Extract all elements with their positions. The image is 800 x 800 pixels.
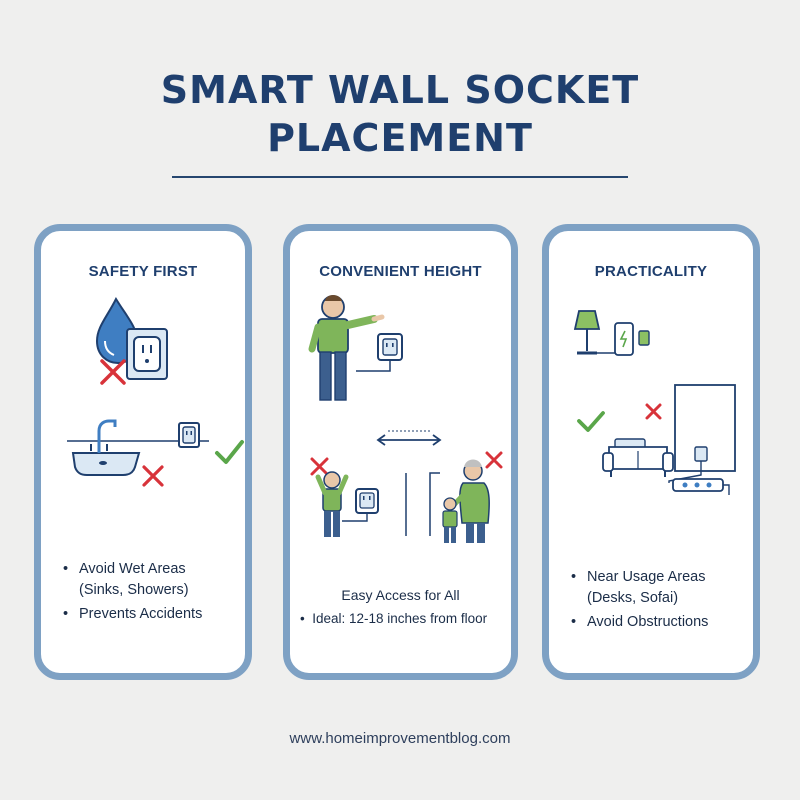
safety-illustration — [67, 296, 244, 487]
bullet-text: Ideal: 12-18 inches from floor — [312, 611, 488, 626]
cross-icon — [142, 465, 164, 487]
bullet-item: Avoid Wet Areas (Sinks, Showers) — [59, 559, 249, 601]
grandparent-child-icon — [442, 459, 490, 543]
card-convenient-height: CONVENIENT HEIGHT — [283, 224, 518, 680]
lamp-icon — [573, 310, 615, 355]
cross-icon — [645, 403, 662, 420]
wall-socket-icon — [356, 333, 403, 372]
cross-icon — [310, 457, 329, 476]
bullet-text: Avoid Wet Areas — [79, 561, 186, 577]
sink-icon — [67, 419, 209, 476]
card-safety-first: SAFETY FIRST — [34, 224, 252, 680]
child-icon — [315, 471, 349, 537]
ideal-height-bullet: • Ideal: 12-18 inches from floor — [300, 611, 488, 626]
cross-icon — [485, 451, 503, 469]
power-strip-icon — [668, 469, 730, 495]
card-title: SAFETY FIRST — [88, 263, 198, 280]
card-title: CONVENIENT HEIGHT — [319, 263, 482, 280]
page-title-line-2: PLACEMENT — [267, 116, 533, 160]
check-icon — [577, 411, 605, 432]
bullet-item: Avoid Obstructions — [567, 612, 757, 633]
practicality-bullets: Near Usage Areas (Desks, Sofai) Avoid Ob… — [567, 567, 757, 633]
safety-bullets: Avoid Wet Areas (Sinks, Showers) Prevent… — [59, 559, 249, 625]
card-practicality: PRACTICALITY — [542, 224, 760, 680]
cross-icon — [100, 359, 126, 385]
sofa-icon — [602, 438, 674, 477]
arrow-both-icon — [376, 430, 442, 446]
card-title: PRACTICALITY — [594, 263, 708, 280]
page-title-line-1: SMART WALL SOCKET — [160, 68, 640, 112]
bullet-text: (Desks, Sofai) — [587, 590, 679, 606]
page-title: SMART WALL SOCKET PLACEMENT — [0, 66, 800, 162]
bullet-item: Near Usage Areas (Desks, Sofai) — [567, 567, 757, 609]
practicality-illustration — [573, 310, 736, 495]
check-icon — [215, 440, 244, 464]
bullet-text: (Sinks, Showers) — [79, 582, 189, 598]
adult-pointing-icon — [308, 295, 385, 401]
bullet-text: Near Usage Areas — [587, 569, 706, 585]
title-divider — [172, 176, 628, 178]
footer-url[interactable]: www.homeimprovementblog.com — [289, 730, 511, 747]
wall-socket-icon — [694, 446, 708, 469]
bullet-text: Prevents Accidents — [79, 606, 203, 622]
access-caption: Easy Access for All — [341, 587, 460, 603]
bullet-text: Avoid Obstructions — [587, 614, 709, 630]
wall-socket-icon — [342, 488, 379, 522]
wall-socket-icon — [126, 328, 168, 380]
phone-charging-icon — [614, 322, 650, 356]
wall-socket-icon — [178, 422, 200, 448]
height-illustration — [308, 295, 503, 543]
bullet-item: Prevents Accidents — [59, 604, 249, 625]
